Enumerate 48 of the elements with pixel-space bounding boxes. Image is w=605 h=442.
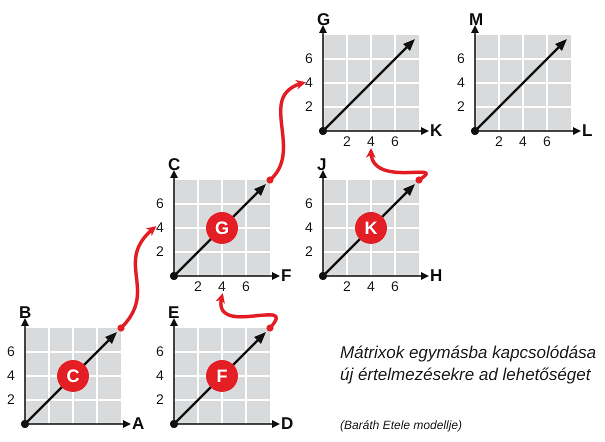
tick-label: 2: [194, 279, 202, 294]
axis-label: L: [582, 122, 592, 140]
axis-label: H: [430, 267, 442, 285]
axis-label: F: [281, 267, 292, 285]
tick-label: 2: [457, 99, 465, 114]
tick-label: 4: [156, 368, 164, 383]
tick-label: 2: [495, 134, 503, 149]
axis-label: G: [317, 11, 330, 29]
tick-label: 4: [367, 279, 375, 294]
tick-label: 6: [543, 134, 551, 149]
tick-label: 4: [156, 220, 164, 235]
axis-label: C: [168, 156, 180, 174]
caption: Mátrixok egymásba kapcsolódása új értelmezésekre ad lehetőséget: [340, 342, 598, 386]
tick-label: 6: [242, 279, 250, 294]
tick-label: 2: [305, 244, 313, 259]
axis-label: A: [132, 415, 144, 433]
tick-label: 6: [7, 344, 15, 359]
axis-label: K: [430, 122, 442, 140]
tick-label: 6: [457, 51, 465, 66]
tick-label: 6: [156, 196, 164, 211]
curved-arrow: [266, 80, 306, 184]
tick-label: 6: [391, 279, 399, 294]
source-note: (Baráth Etele modellje): [340, 418, 462, 432]
tick-label: 4: [218, 279, 226, 294]
curved-arrow: [367, 148, 428, 184]
tick-label: 2: [156, 244, 164, 259]
tick-label: 2: [7, 392, 15, 407]
axis-label: B: [19, 304, 32, 322]
tick-label: 2: [343, 134, 351, 149]
tick-label: 2: [156, 392, 164, 407]
tick-label: 6: [305, 196, 313, 211]
tick-label: 4: [305, 75, 313, 90]
tick-label: 4: [457, 75, 465, 90]
tick-label: 4: [7, 368, 15, 383]
tick-label: 6: [305, 51, 313, 66]
tick-label: 2: [343, 279, 351, 294]
axis-label: M: [469, 11, 484, 29]
axis-label: E: [168, 304, 180, 322]
tick-label: 4: [305, 220, 313, 235]
tick-label: 6: [156, 344, 164, 359]
axis-label: D: [281, 415, 294, 433]
tick-label: 4: [367, 134, 375, 149]
tick-label: 2: [305, 99, 313, 114]
tick-label: 4: [519, 134, 527, 149]
curved-arrow: [118, 226, 156, 332]
curved-arrow: [216, 293, 278, 332]
tick-label: 6: [391, 134, 399, 149]
axis-label: J: [317, 156, 326, 174]
